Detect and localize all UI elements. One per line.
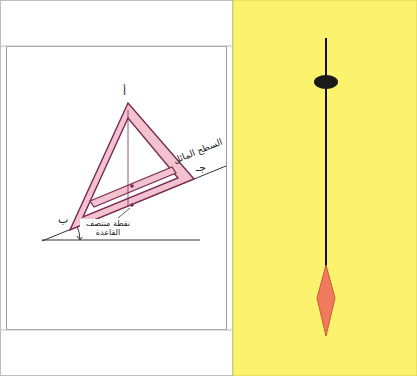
string-knot [314,75,338,89]
plumb-bob [317,265,335,336]
vertex-label: أ [123,86,126,99]
band-line [0,330,232,331]
left-panel [1,1,233,376]
vertex-label: جـ [196,162,206,175]
leader-line [118,208,130,218]
figure-frame [7,47,227,330]
plumb-string [325,38,327,275]
yellow-panel [233,0,417,376]
midpoint-label: نقطة منتصف القاعدة [80,219,136,237]
band-line [0,46,232,47]
horizontal-line [42,240,200,241]
crossbar-mark [130,184,134,188]
vertex-label: ب [58,214,68,227]
midpoint-dot [130,203,134,207]
a-frame [70,103,194,230]
frame-string [128,110,129,206]
crossbar [90,167,176,207]
